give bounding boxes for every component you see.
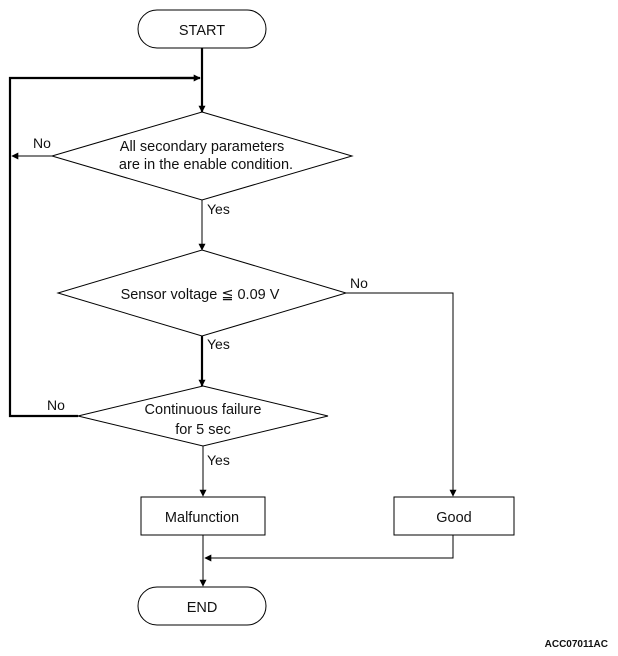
decision-failure-line1: Continuous failure: [145, 402, 262, 418]
branch-failure-no: No: [47, 397, 65, 413]
decision-secondary-parameters: All secondary parameters are in the enab…: [50, 111, 354, 201]
branch-voltage-no: No: [350, 275, 368, 291]
decision-voltage-label: Sensor voltage ≦ 0.09 V: [121, 287, 280, 303]
branch-params-no: No: [33, 135, 51, 151]
figure-code: ACC07011AC: [545, 639, 608, 650]
end-label: END: [187, 600, 218, 616]
end-node: END: [137, 586, 267, 626]
decision-params-line2: are in the enable condition.: [119, 157, 293, 173]
start-node: START: [137, 9, 267, 49]
decision-failure-line2: for 5 sec: [175, 422, 231, 438]
start-label: START: [179, 23, 225, 39]
branch-voltage-yes: Yes: [207, 336, 230, 352]
malfunction-label: Malfunction: [165, 510, 239, 526]
decision-sensor-voltage: Sensor voltage ≦ 0.09 V: [56, 249, 348, 337]
connector-good-to-end: [204, 535, 454, 562]
malfunction-node: Malfunction: [140, 496, 266, 536]
good-node: Good: [393, 496, 515, 536]
branch-failure-yes: Yes: [207, 452, 230, 468]
connector-failure-no-loop: [8, 76, 196, 418]
connector-voltage-no: [346, 292, 457, 497]
branch-params-yes: Yes: [207, 201, 230, 217]
decision-continuous-failure: Continuous failure for 5 sec: [77, 385, 329, 447]
good-label: Good: [436, 510, 471, 526]
decision-params-line1: All secondary parameters: [120, 139, 284, 155]
